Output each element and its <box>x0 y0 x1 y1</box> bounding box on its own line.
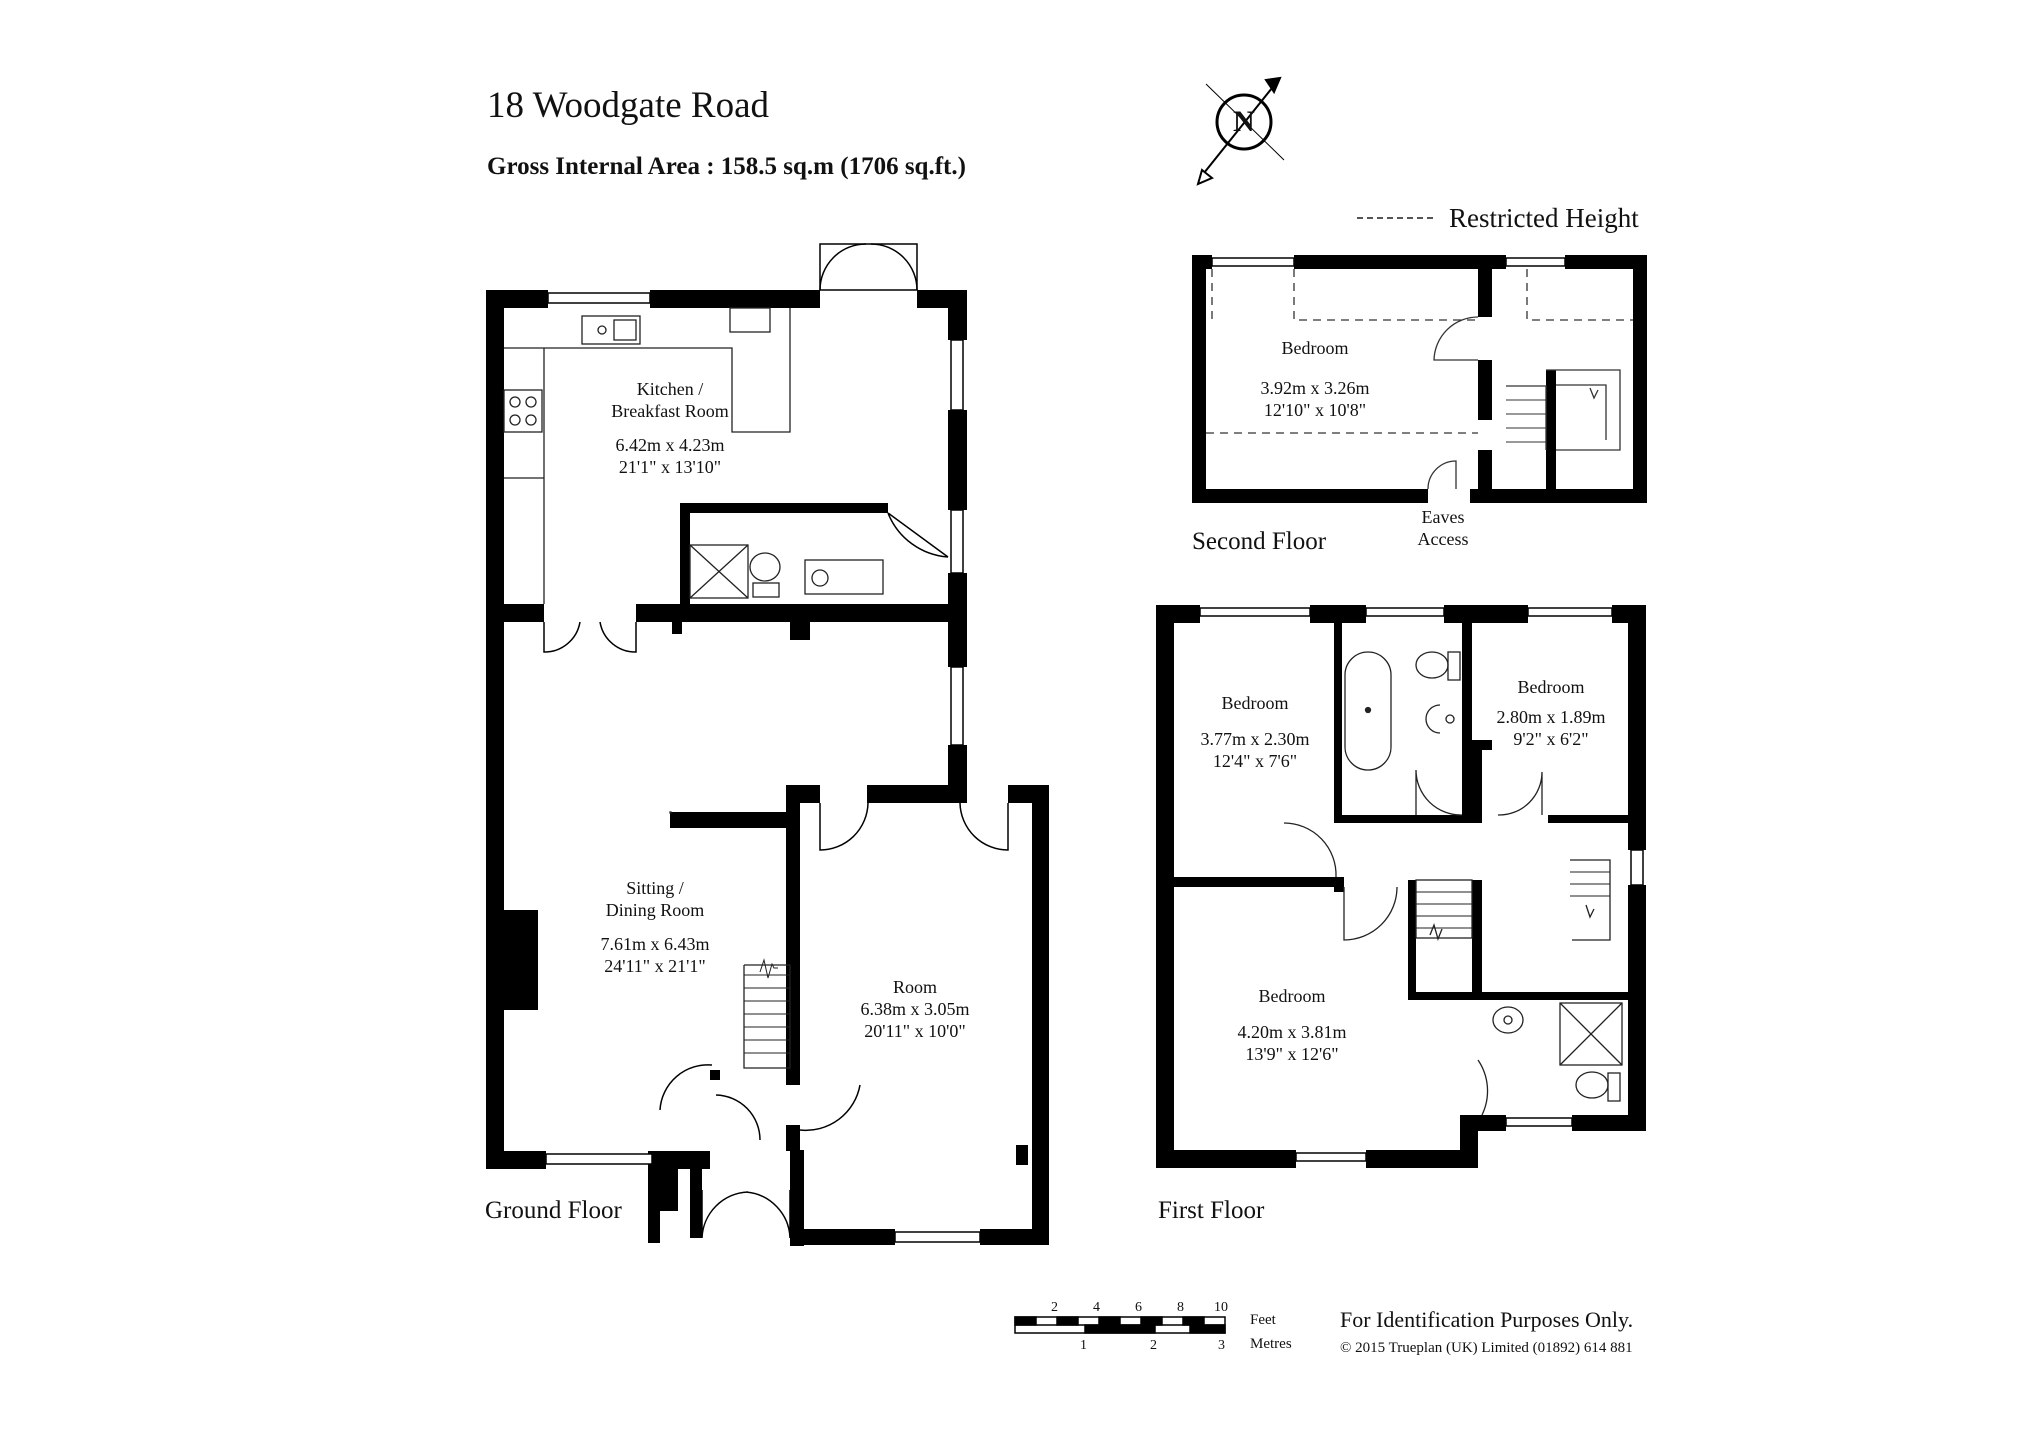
first-floor-walls <box>1156 605 1646 1168</box>
room-imperial: 20'11" x 10'0" <box>864 1021 966 1041</box>
eaves-line1: Eaves <box>1421 507 1465 527</box>
compass-north-letter: N <box>1233 105 1255 138</box>
kitchen-name-line1: Kitchen / <box>636 379 704 399</box>
ground-floor-walls <box>486 290 1049 1246</box>
first-bed-large-metric: 4.20m x 3.81m <box>1237 1022 1347 1042</box>
first-floor-label: First Floor <box>1158 1197 1265 1224</box>
second-bedroom-name: Bedroom <box>1281 338 1349 358</box>
scale-feet-label: Feet <box>1250 1312 1276 1328</box>
room-metric: 6.38m x 3.05m <box>860 999 970 1019</box>
property-title: 18 Woodgate Road <box>487 85 770 126</box>
disclaimer-text: For Identification Purposes Only. <box>1340 1307 1634 1332</box>
sitting-imperial: 24'11" x 21'1" <box>604 956 706 976</box>
scale-metre-tick-2: 2 <box>1150 1338 1157 1353</box>
ground-floor-fixtures <box>503 307 884 1069</box>
room-label-first-bedroom-large: Bedroom 4.20m x 3.81m 13'9" x 12'6" <box>1192 985 1392 1065</box>
restricted-height-legend-line <box>1357 217 1433 219</box>
first-bed-right-imperial: 9'2" x 6'2" <box>1513 729 1589 749</box>
kitchen-metric: 6.42m x 4.23m <box>615 435 725 455</box>
kitchen-name-line2: Breakfast Room <box>611 401 729 421</box>
room-name: Room <box>892 977 937 997</box>
second-floor-details <box>1206 269 1633 490</box>
scale-bar <box>1014 1316 1226 1334</box>
ground-floor-windows <box>545 292 981 1243</box>
restricted-height-legend: Restricted Height <box>1449 203 1639 233</box>
first-bed-left-name: Bedroom <box>1221 693 1289 713</box>
gross-internal-area: Gross Internal Area : 158.5 sq.m (1706 s… <box>487 153 966 180</box>
first-bed-large-name: Bedroom <box>1258 986 1326 1006</box>
first-bed-right-name: Bedroom <box>1517 677 1585 697</box>
sitting-metric: 7.61m x 6.43m <box>600 934 710 954</box>
ground-floor-doors <box>543 243 1009 1239</box>
scale-metre-tick-3: 3 <box>1218 1338 1225 1353</box>
second-floor-windows <box>1211 257 1566 267</box>
compass-icon <box>1196 76 1285 186</box>
second-bedroom-imperial: 12'10" x 10'8" <box>1263 400 1367 420</box>
scale-feet-tick-6: 6 <box>1135 1300 1142 1315</box>
second-floor-label: Second Floor <box>1192 528 1327 555</box>
eaves-line2: Access <box>1417 529 1469 549</box>
second-floor-walls <box>1192 255 1647 503</box>
first-floor-details <box>1283 651 1623 1116</box>
scale-feet-tick-2: 2 <box>1051 1300 1058 1315</box>
second-bedroom-metric: 3.92m x 3.26m <box>1260 378 1370 398</box>
first-bed-right-metric: 2.80m x 1.89m <box>1496 707 1606 727</box>
kitchen-imperial: 21'1" x 13'10" <box>618 457 722 477</box>
scale-metre-tick-1: 1 <box>1080 1338 1087 1353</box>
sitting-name-line1: Sitting / <box>626 878 684 898</box>
room-label-first-bedroom-right: Bedroom 2.80m x 1.89m 9'2" x 6'2" <box>1476 676 1626 750</box>
copyright-text: © 2015 Trueplan (UK) Limited (01892) 614… <box>1340 1340 1633 1356</box>
first-floor-windows <box>1199 607 1644 1162</box>
room-label-first-bedroom-left: Bedroom 3.77m x 2.30m 12'4" x 7'6" <box>1175 692 1335 772</box>
first-bed-left-imperial: 12'4" x 7'6" <box>1212 751 1298 771</box>
room-label-kitchen: Kitchen / Breakfast Room 6.42m x 4.23m 2… <box>560 378 780 478</box>
room-label-eaves-access: Eaves Access <box>1398 506 1488 550</box>
scale-metres-label: Metres <box>1250 1336 1292 1352</box>
room-label-sitting: Sitting / Dining Room 7.61m x 6.43m 24'1… <box>545 877 765 977</box>
room-label-room: Room 6.38m x 3.05m 20'11" x 10'0" <box>815 976 1015 1042</box>
first-bed-left-metric: 3.77m x 2.30m <box>1200 729 1310 749</box>
scale-feet-tick-8: 8 <box>1177 1300 1184 1315</box>
first-bed-large-imperial: 13'9" x 12'6" <box>1245 1044 1339 1064</box>
ground-floor-label: Ground Floor <box>485 1197 622 1224</box>
sitting-name-line2: Dining Room <box>605 900 705 920</box>
scale-feet-tick-4: 4 <box>1093 1300 1100 1315</box>
room-label-second-bedroom: Bedroom 3.92m x 3.26m 12'10" x 10'8" <box>1205 337 1425 421</box>
scale-feet-tick-10: 10 <box>1214 1300 1228 1315</box>
